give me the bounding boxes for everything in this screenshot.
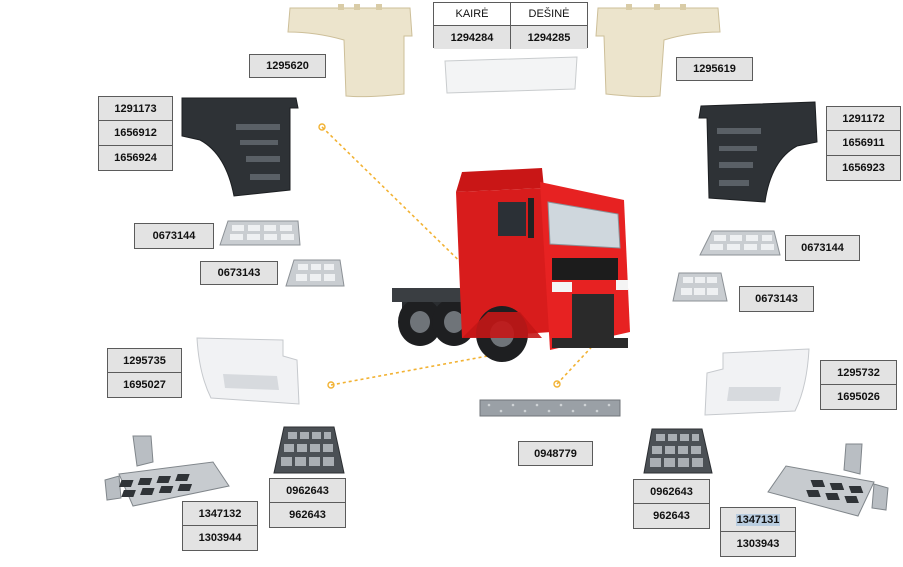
label-top-left-panel: 1295620 (249, 54, 326, 78)
label-center-strip: 0948779 (518, 441, 593, 466)
top-right-panel-image (595, 4, 721, 98)
right-fender-code-1: 1291172 (826, 106, 901, 131)
left-tread-code-1: 0962643 (269, 478, 346, 503)
left-bracket-code-2: 1303944 (182, 526, 258, 551)
right-step-lower-image (672, 272, 728, 302)
right-step-upper-image (699, 230, 781, 256)
right-side-heading: DEŠINĖ (510, 3, 587, 25)
label-stack-left-fender: 1291173 1656912 1656924 (98, 96, 173, 171)
label-stack-left-bracket: 1347132 1303944 (182, 501, 258, 551)
label-right-step-upper: 0673144 (785, 235, 860, 261)
center-top-trim-image (444, 56, 578, 94)
right-fender-code-2: 1656911 (826, 131, 901, 156)
right-tread-code-2: 962643 (633, 504, 710, 529)
right-bracket-code-2: 1303943 (720, 532, 796, 557)
left-tread-code-2: 962643 (269, 503, 346, 528)
left-fender-code-2: 1656912 (98, 121, 173, 146)
center-strip-image (479, 399, 621, 417)
left-side-heading: KAIRĖ (455, 8, 489, 20)
side-header-table: KAIRĖ DEŠINĖ 1294284 1294285 (433, 2, 588, 49)
label-left-step-upper: 0673144 (134, 223, 214, 249)
right-bracket-code-1: 1347131 (720, 507, 796, 532)
top-left-panel-image (287, 4, 413, 98)
connector-step-left (330, 349, 521, 386)
right-step-box-code-1: 1295732 (820, 360, 897, 385)
connector-step-right (556, 337, 601, 385)
left-bracket-image (104, 435, 230, 507)
label-stack-left-tread: 0962643 962643 (269, 478, 346, 528)
left-tread-image (273, 426, 345, 474)
highlighted-code: 1347131 (735, 513, 781, 526)
left-step-lower-image (285, 259, 345, 287)
left-step-upper-image (219, 220, 301, 246)
label-stack-right-step-box: 1295732 1695026 (820, 360, 897, 410)
left-step-box-code-2: 1695027 (107, 373, 182, 398)
left-fender-code-1: 1291173 (98, 96, 173, 121)
right-tread-image (643, 428, 713, 474)
right-fender-code-3: 1656923 (826, 156, 901, 181)
left-fender-code-3: 1656924 (98, 146, 173, 171)
right-step-box-image (704, 348, 810, 416)
left-fender-image (181, 97, 299, 197)
label-stack-right-fender: 1291172 1656911 1656923 (826, 106, 901, 181)
right-side-code: 1294285 (510, 26, 587, 49)
label-stack-right-bracket: 1347131 1303943 (720, 507, 796, 557)
right-tread-code-1: 0962643 (633, 479, 710, 504)
label-right-step-lower: 0673143 (739, 286, 814, 312)
truck-image (392, 168, 630, 362)
left-step-box-code-1: 1295735 (107, 348, 182, 373)
left-step-box-image (196, 337, 300, 405)
right-bracket-image (767, 443, 889, 517)
right-step-box-code-2: 1695026 (820, 385, 897, 410)
label-stack-left-step-box: 1295735 1695027 (107, 348, 182, 398)
label-top-right-panel: 1295619 (676, 57, 753, 81)
label-stack-right-tread: 0962643 962643 (633, 479, 710, 529)
label-left-step-lower: 0673143 (200, 261, 278, 285)
left-side-code: 1294284 (450, 31, 494, 44)
right-fender-image (698, 101, 818, 203)
left-bracket-code-1: 1347132 (182, 501, 258, 526)
connector-fender-left (321, 126, 523, 323)
